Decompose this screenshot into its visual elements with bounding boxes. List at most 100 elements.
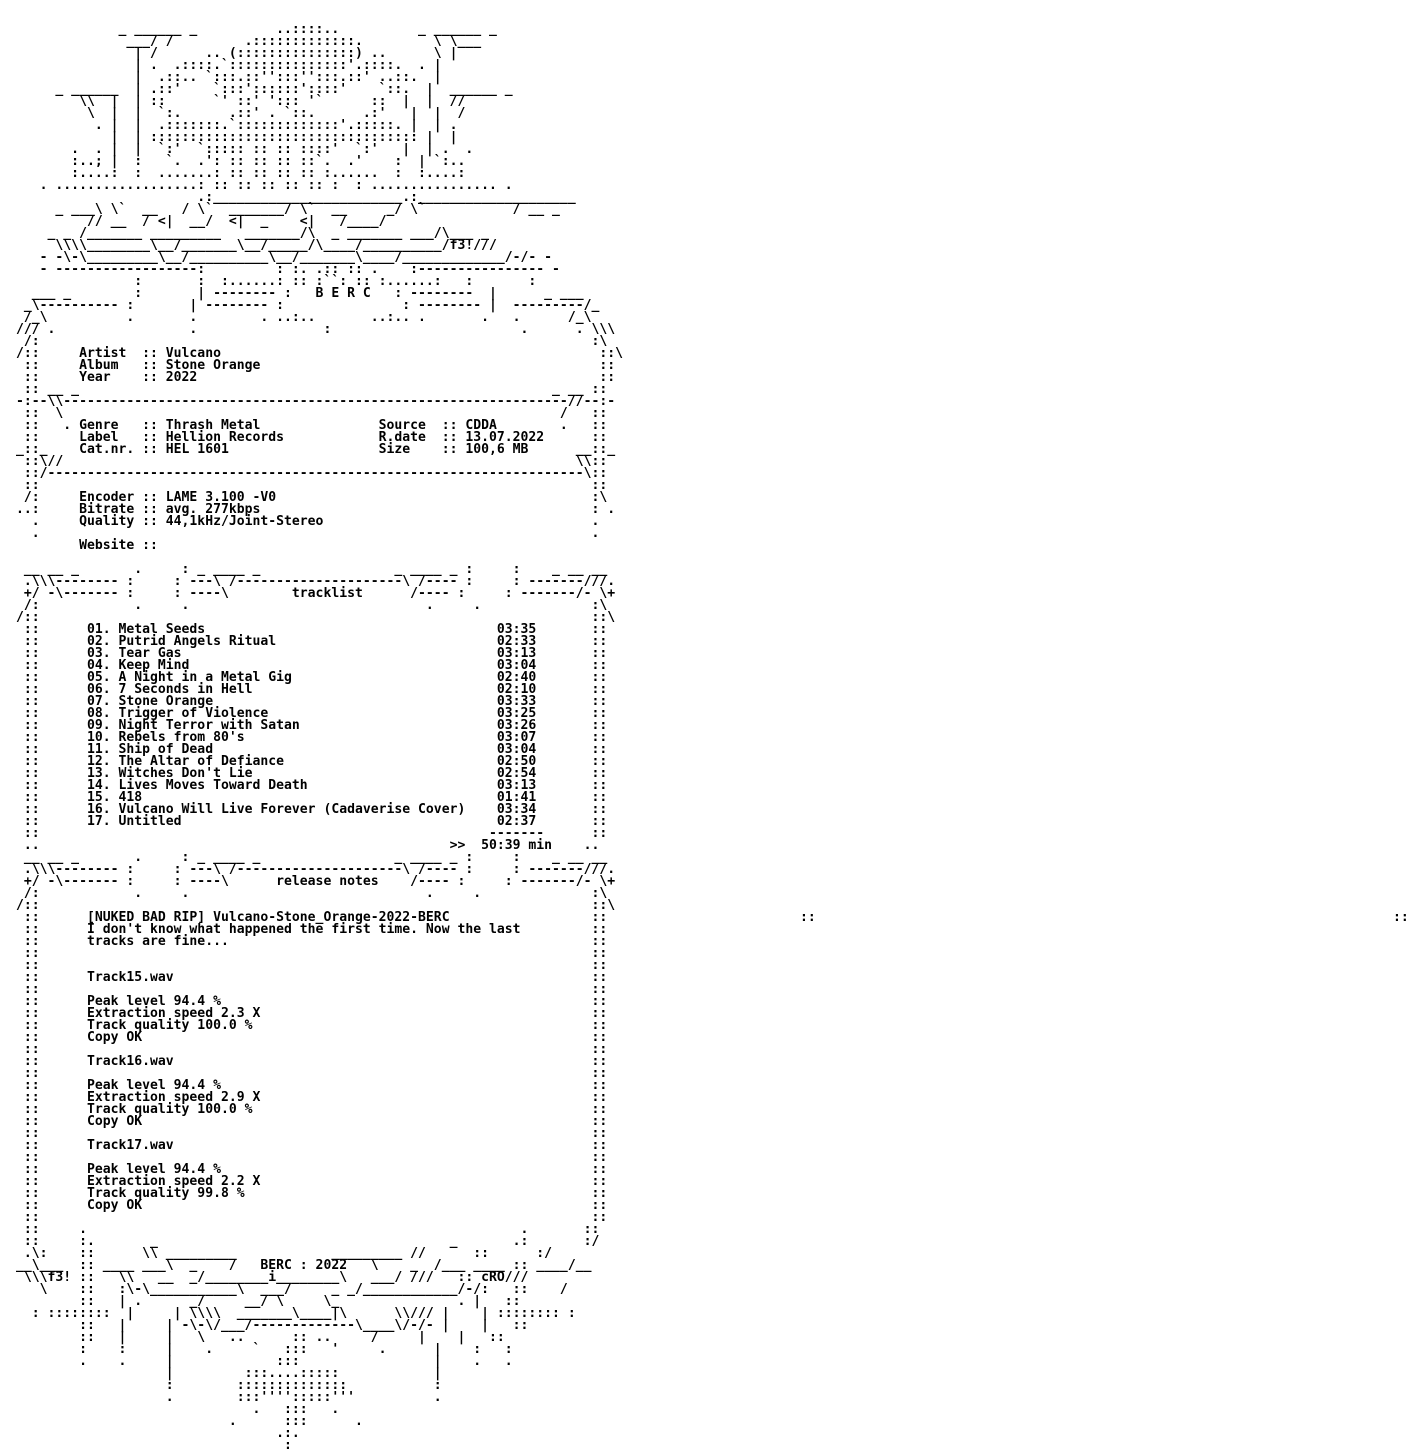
nfo-line: : [16,1438,292,1453]
nfo-line: :: Extraction speed 2.2 X :: [16,1174,608,1189]
stray-colon-marker-left: :: [800,910,816,925]
nfo-line: .\\\-------- : : ---\ /-----------------… [16,574,616,589]
nfo-line: :: Track17.wav :: [16,1138,608,1153]
nfo-line: /:: ::\ [16,610,616,625]
nfo-line: :: . . :: [16,1222,600,1237]
nfo-line: ::/-------------------------------------… [16,466,608,481]
nfo-line: :....: : .......: :: :: :: :: :...... : … [16,166,466,181]
nfo-line: _ ___\ \` __ / \` _______/ \` __ _/ \` /… [16,202,560,217]
nfo-line: :: Track quality 99.8 % :: [16,1186,608,1201]
nfo-line: :: 14. Lives Moves Toward Death 03:13 :: [16,778,608,793]
nfo-line: | :::....::::: | [16,1366,442,1381]
nfo-line: :: [NUKED BAD RIP] Vulcano-Stone_Orange-… [16,910,608,925]
nfo-line: /: :\ [16,334,608,349]
nfo-line: | | :::::::::::::::::::::::::::::::::: |… [16,130,458,145]
nfo-line: :: Track quality 100.0 % :: [16,1102,608,1117]
nfo-line: :: Year :: 2022 :: [16,370,616,385]
nfo-line: :: 03. Tear Gas 03:13 :: [16,646,608,661]
nfo-line: ___/ / .:::::::::::::. \ \___ [16,34,482,49]
nfo-line: :: 11. Ship of Dead 03:04 :: [16,742,608,757]
nfo-line: :: Copy OK :: [16,1114,608,1129]
nfo-line: :: :: [16,982,608,997]
nfo-line: ___ _ : | -------- : B E R C : -------- … [16,286,584,301]
nfo-line: /// . . : . . \\\ [16,322,616,337]
nfo-line: /:: Artist :: Vulcano ::\ [16,346,623,361]
nfo-line: :: Album :: Stone Orange :: [16,358,616,373]
nfo-line: : :::::::: | | \\\\ _______\____|\ \\///… [16,1306,576,1321]
nfo-line: _ _ /_______ _________ _______/\ _ _____… [16,226,489,241]
nfo-line: :: :: [16,1042,608,1057]
nfo-line: | / .. (:::::::::::::::) .. \ | [16,46,458,61]
nfo-line: . ::: . [16,1402,340,1417]
nfo-line: _\---------- : | -------- : : -------- |… [16,298,600,313]
nfo-line: :: :. _ _ .: :/ [16,1234,600,1249]
nfo-line: :: ------- :: [16,826,608,841]
nfo-line: .:________________________.:____________… [16,190,576,205]
nfo-line: :: 08. Trigger of Violence 03:25 :: [16,706,608,721]
nfo-line: .\\\-------- : : ---\ /-----------------… [16,862,616,877]
nfo-line: \ | | `:. .::' . `::. .:' | | / [16,106,466,121]
nfo-line: /: . . . . :\ [16,886,608,901]
nfo-line: :: :: [16,478,608,493]
nfo-line: :: Copy OK :: [16,1198,608,1213]
nfo-line: :: :: [16,946,608,961]
nfo-line: . | | .:::::::.`:::::::::::::'.:::::. | … [16,118,458,133]
nfo-line: :: 17. Untitled 02:37 :: [16,814,608,829]
nfo-line: - -\-\_________\__/__________\__/_______… [16,250,553,265]
nfo-line: - ------------------: : :. .:: :: . :---… [16,262,560,277]
nfo-line: :: Copy OK :: [16,1030,608,1045]
nfo-line: | . .::::.`:::::::::::::::'.::::. . | [16,58,442,73]
nfo-line: :: __ _ _ __ :: [16,382,608,397]
nfo-line: :: :: [16,1150,608,1165]
nfo-line: :: | | -\-\/___/-------------\____\/-/- … [16,1318,529,1333]
nfo-line: .. >> 50:39 min .. [16,838,600,853]
nfo-line: :: Peak level 94.4 % :: [16,994,608,1009]
nfo-line: :: Extraction speed 2.9 X :: [16,1090,608,1105]
nfo-line: :: | | \ .. :: .. / | | :: [16,1330,505,1345]
nfo-line: :: 09. Night Terror with Satan 03:26 :: [16,718,608,733]
nfo-line: :: I don't know what happened the first … [16,922,608,937]
nfo-line: : : | . ` ::: ' . | : : [16,1342,513,1357]
nfo-line: . ..................: :: :: :: :: :: : :… [16,178,513,193]
nfo-line: :: 02. Putrid Angels Ritual 02:33 :: [16,634,608,649]
stray-colon-marker-right: :: [1393,910,1409,925]
nfo-line: :: 10. Rebels from 80's 03:07 :: [16,730,608,745]
nfo-line: _::_ Cat.nr. :: HEL 1601 Size :: 100,6 M… [16,442,616,457]
nfo-line: :: \ / :: [16,406,608,421]
nfo-line: : :::::::::::::: : [16,1378,442,1393]
nfo-line: :: :: [16,1066,608,1081]
nfo-line: \\ | | :: `' ::' '::: '` :: | | // [16,94,466,109]
nfo-line: \ :: :\-\___________\ ___/ _ _/_________… [16,1282,568,1297]
nfo-line: \\\f3! :: \\ __ _/________i________\ ___… [16,1270,529,1285]
nfo-line: /: Encoder :: LAME 3.100 -V0 :\ [16,490,608,505]
nfo-line: :: 01. Metal Seeds 03:35 :: [16,622,608,637]
nfo-line: Website :: [16,538,158,553]
nfo-line: .:. [16,1426,300,1441]
nfo-line: -:--\\----------------------------------… [16,394,616,409]
nfo-line: :: Track16.wav :: [16,1054,608,1069]
nfo-line: :: Peak level 94.4 % :: [16,1078,608,1093]
nfo-line: ..: Bitrate :: avg. 277kbps : . [16,502,616,517]
nfo-line: \\\\________\__/_______\__/_____/\____/_… [16,238,497,253]
nfo-line: .\: :: \\ _________ _________ // :: :/ [16,1246,553,1261]
nfo-line: :: 07. Stone Orange 03:33 :: [16,694,608,709]
nfo-line: :: | . _/ __/ \ \_ . | :: [16,1294,521,1309]
nfo-line: :: 13. Witches Don't Lie 02:54 :: [16,766,608,781]
nfo-line: : : :......: :: :``: :: :......: : : [16,274,537,289]
nfo-line: +/ -\------- : : ----\ release notes /--… [16,874,616,889]
nfo-line: __\___ :: ____ ___\ _ / BERC : 2022 \ _ … [16,1258,592,1273]
nfo-line: :..; | : `. .': :: :: :: ::`. .' : | `:.… [16,154,466,169]
nfo-line: ::\// \\:: [16,454,608,469]
nfo-line: :: Extraction speed 2.3 X :: [16,1006,608,1021]
nfo-line: :: Track15.wav :: [16,970,608,985]
nfo-line: . . | ::: | . . [16,1354,513,1369]
nfo-document: _ ______ _ ..::::.. _ ______ _ ___/ / .:… [16,23,623,1453]
nfo-line: :: 15. 418 01:41 :: [16,790,608,805]
nfo-line: :: :: [16,958,608,973]
nfo-line: . . [16,526,600,541]
nfo-line: :: 16. Vulcano Will Live Forever (Cadave… [16,802,608,817]
nfo-line: :: tracks are fine... :: [16,934,608,949]
nfo-line: :: 12. The Altar of Defiance 02:50 :: [16,754,608,769]
nfo-line: /: . . . . :\ [16,598,608,613]
nfo-line: . ::: . [16,1414,363,1429]
